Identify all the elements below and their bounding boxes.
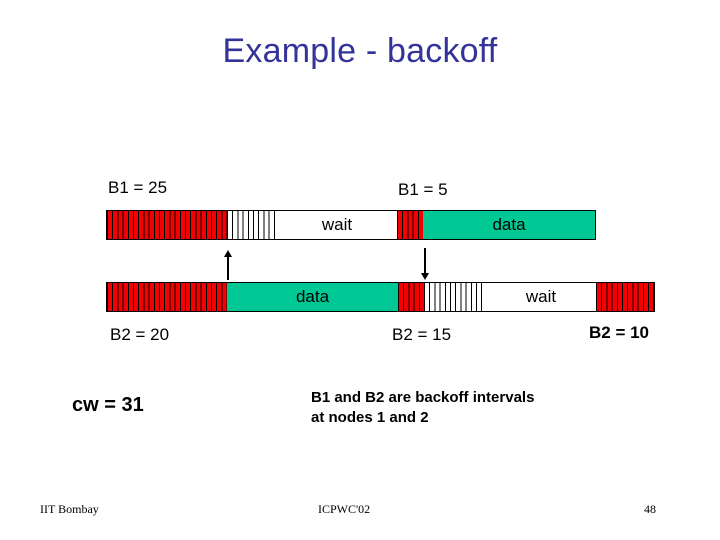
label-b2-15: B2 = 15 (392, 325, 452, 344)
footer-page-number: 48 (644, 502, 656, 516)
wait-1: wait (277, 211, 397, 239)
wait-2: wait (486, 283, 596, 311)
backoff-slots-1a (107, 211, 227, 239)
label-b1-25: B1 = 25 (108, 178, 168, 197)
data-2-label: data (295, 287, 330, 306)
backoff-slots-2b (398, 283, 424, 311)
label-b1-5: B1 = 5 (398, 180, 448, 199)
note-description-line1: B1 and B2 are backoff intervals (311, 389, 535, 406)
note-cw: cw = 31 (72, 394, 144, 416)
data-1: data (423, 211, 595, 239)
data-1-label: data (492, 215, 526, 234)
footer-conference: ICPWC'02 (318, 502, 371, 516)
label-b2-10: B2 = 10 (589, 323, 650, 342)
timeline-node1: wait data (106, 210, 596, 240)
backoff-slots-1b (397, 211, 423, 239)
timeline-node2: data wait (106, 282, 655, 312)
idle-slots-1a (227, 211, 277, 239)
backoff-slots-2c (596, 283, 654, 311)
wait-1-label: wait (321, 215, 353, 234)
note-description: B1 and B2 are backoff intervals at nodes… (311, 388, 534, 428)
label-b2-20: B2 = 20 (110, 325, 170, 344)
arrow-up-icon (222, 250, 234, 280)
note-description-line2: at nodes 1 and 2 (311, 408, 429, 426)
arrow-down-icon (419, 248, 431, 280)
wait-2-label: wait (525, 287, 557, 306)
footer-organization: IIT Bombay (40, 502, 99, 516)
idle-slots-2a (424, 283, 486, 311)
page-title: Example - backoff (222, 32, 498, 70)
backoff-slots-2a (107, 283, 227, 311)
data-2: data (227, 283, 398, 311)
